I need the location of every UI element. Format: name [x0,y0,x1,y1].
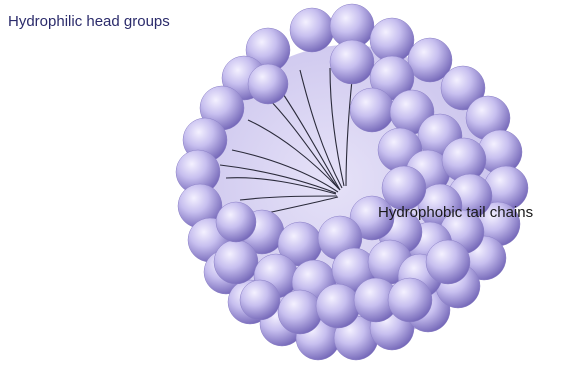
hydrophilic-head-groups-label: Hydrophilic head groups [8,14,170,29]
head-group-sphere [248,64,288,104]
head-group-sphere [214,240,258,284]
head-group-sphere [216,202,256,242]
head-group-sphere [316,284,360,328]
head-group-sphere [278,290,322,334]
head-group-sphere [240,280,280,320]
head-group-sphere [370,18,414,62]
head-group-sphere [426,240,470,284]
head-group-sphere [388,278,432,322]
head-group-sphere [330,40,374,84]
head-group-sphere [350,88,394,132]
hydrophobic-tail-chains-label: Hydrophobic tail chains [378,205,533,220]
head-group-sphere [290,8,334,52]
